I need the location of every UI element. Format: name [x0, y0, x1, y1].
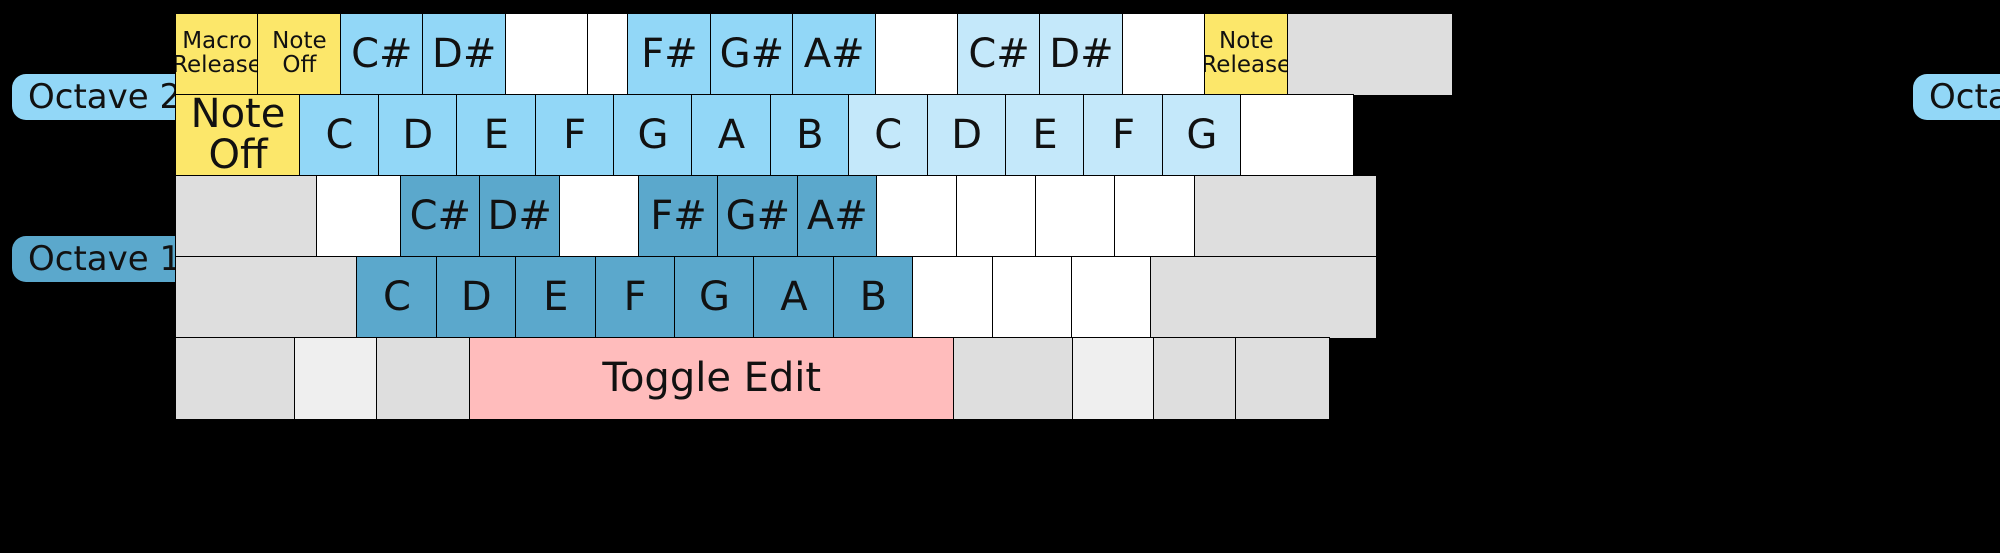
key-space-row-blank-5 — [1072, 337, 1156, 420]
key-qwerty-row-g-5[interactable]: G — [613, 94, 694, 177]
key-asdf-row-g-sharp-6[interactable]: G# — [717, 175, 799, 258]
key-qwerty-row-c-8[interactable]: C — [848, 94, 929, 177]
key-asdf-row-blank-11 — [1114, 175, 1196, 258]
key-number-row-blank-14 — [1286, 13, 1453, 96]
key-zxcv-row-blank-10 — [1071, 256, 1153, 339]
key-asdf-row-blank-9 — [955, 175, 1037, 258]
key-zxcv-row-blank-11 — [1150, 256, 1378, 339]
key-number-row-c-sharp-10[interactable]: C# — [957, 13, 1042, 96]
key-number-row-blank-5 — [587, 13, 630, 96]
key-number-row-a-sharp-8[interactable]: A# — [792, 13, 877, 96]
key-space-row-toggle-edit-3[interactable]: Toggle Edit — [469, 337, 955, 420]
key-number-row-d-sharp-11[interactable]: D# — [1039, 13, 1124, 96]
key-asdf-row-blank-4 — [558, 175, 640, 258]
keyboard-row-space-row: Toggle Edit — [175, 337, 1395, 420]
key-zxcv-row-blank-0 — [175, 256, 358, 339]
key-number-row-f-sharp-6[interactable]: F# — [627, 13, 712, 96]
key-asdf-row-d-sharp-3[interactable]: D# — [479, 175, 561, 258]
key-qwerty-row-g-12[interactable]: G — [1161, 94, 1242, 177]
key-space-row-blank-0 — [175, 337, 296, 420]
key-space-row-blank-6 — [1153, 337, 1237, 420]
key-asdf-row-f-sharp-5[interactable]: F# — [638, 175, 720, 258]
key-qwerty-row-b-7[interactable]: B — [769, 94, 850, 177]
key-space-row-blank-4 — [952, 337, 1074, 420]
key-zxcv-row-e-3[interactable]: E — [515, 256, 597, 339]
keyboard-row-asdf-row: C#D# F#G#A# — [175, 175, 1395, 258]
key-qwerty-row-f-4[interactable]: F — [534, 94, 615, 177]
key-asdf-row-blank-1 — [316, 175, 402, 258]
key-number-row-blank-4 — [504, 13, 589, 96]
key-number-row-d-sharp-3[interactable]: D# — [422, 13, 507, 96]
key-number-row-blank-9 — [874, 13, 959, 96]
key-zxcv-row-g-5[interactable]: G — [674, 256, 756, 339]
key-asdf-row-blank-0 — [175, 175, 318, 258]
key-zxcv-row-a-6[interactable]: A — [753, 256, 835, 339]
key-qwerty-row-d-2[interactable]: D — [377, 94, 458, 177]
key-number-row-blank-12 — [1121, 13, 1206, 96]
key-zxcv-row-b-7[interactable]: B — [832, 256, 914, 339]
key-zxcv-row-d-2[interactable]: D — [435, 256, 517, 339]
key-qwerty-row-d-9[interactable]: D — [926, 94, 1007, 177]
key-asdf-row-a-sharp-7[interactable]: A# — [796, 175, 878, 258]
key-number-row-g-sharp-7[interactable]: G# — [709, 13, 794, 96]
key-space-row-blank-1 — [294, 337, 378, 420]
octave-3-label: Octave 3 — [1913, 74, 2000, 120]
key-asdf-row-blank-10 — [1035, 175, 1117, 258]
key-number-row-c-sharp-2[interactable]: C# — [339, 13, 424, 96]
key-qwerty-row-c-1[interactable]: C — [299, 94, 380, 177]
octave-1-label: Octave 1 — [12, 236, 198, 282]
key-zxcv-row-c-1[interactable]: C — [356, 256, 438, 339]
octave-2-label: Octave 2 — [12, 74, 198, 120]
key-zxcv-row-blank-8 — [912, 256, 994, 339]
key-asdf-row-blank-12 — [1193, 175, 1377, 258]
key-qwerty-row-a-6[interactable]: A — [691, 94, 772, 177]
key-space-row-blank-7 — [1234, 337, 1330, 420]
key-qwerty-row-e-3[interactable]: E — [456, 94, 537, 177]
key-zxcv-row-f-4[interactable]: F — [594, 256, 676, 339]
key-zxcv-row-blank-9 — [991, 256, 1073, 339]
key-qwerty-row-e-10[interactable]: E — [1005, 94, 1086, 177]
key-qwerty-row-blank-13 — [1240, 94, 1355, 177]
key-qwerty-row-f-11[interactable]: F — [1083, 94, 1164, 177]
key-asdf-row-c-sharp-2[interactable]: C# — [399, 175, 481, 258]
key-asdf-row-blank-8 — [876, 175, 958, 258]
key-space-row-blank-2 — [375, 337, 471, 420]
